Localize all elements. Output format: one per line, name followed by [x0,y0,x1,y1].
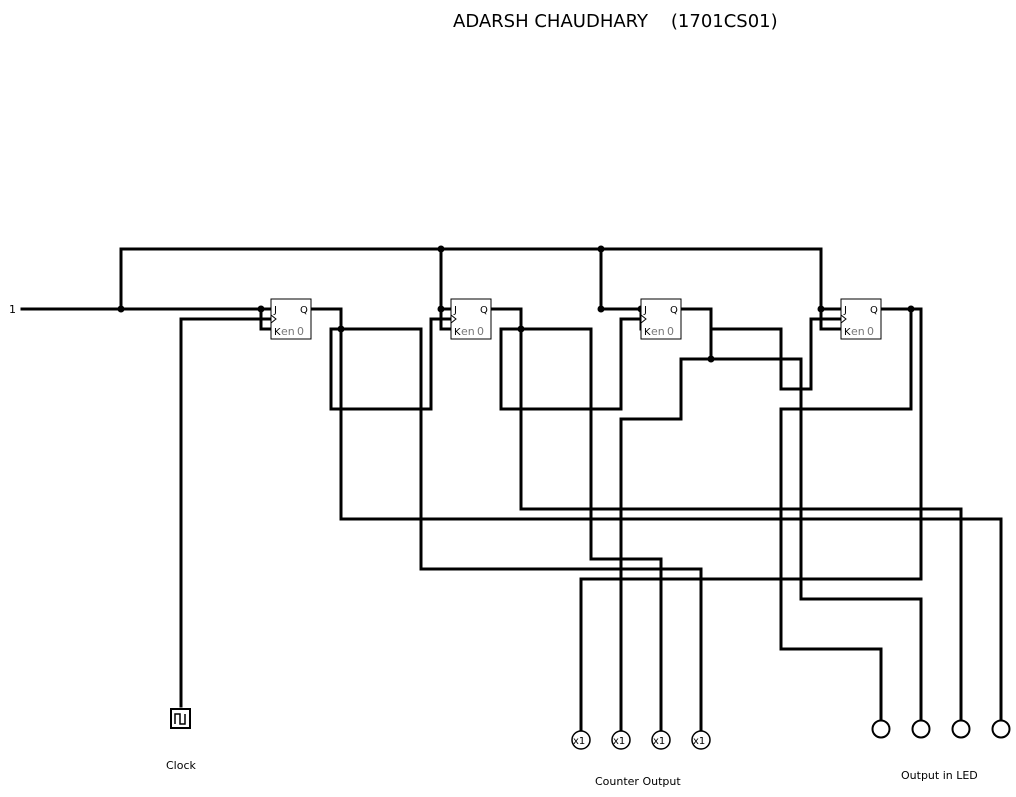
wire-ff2-counter3 [519,327,663,733]
wire-top-bus [119,247,823,311]
probe-label: x1 [613,736,625,747]
clock-label: Clock [166,759,197,772]
ff-q-label: Q [870,305,878,316]
probe-1: x1 [571,730,591,750]
probe-label: x1 [573,736,585,747]
wire-bus-ff3 [599,247,643,311]
wire-ff1-k [259,307,273,331]
probe-4: x1 [691,730,711,750]
probe-3: x1 [651,730,671,750]
wire-ff3-counter2 [619,357,713,733]
wire-ff4-q-led1 [779,307,913,723]
wire-ff1-clock-ff2 [329,317,453,411]
jk-flipflop-2[interactable]: J K Q en 0 [450,298,492,340]
junction-2 [437,245,445,253]
probe-label: x1 [693,736,705,747]
wire-ff1-q-led4 [309,307,1003,723]
ff-k-label: K [274,327,281,338]
led-output-label: Output in LED [901,769,978,782]
ff-j-label: J [843,305,847,316]
wire-clock [179,317,273,708]
wire-ff2-k [439,307,453,331]
ff-j-label: J [453,305,457,316]
ff-q-label: Q [300,305,308,316]
ff-q-label: Q [480,305,488,316]
ff-j-label: J [273,305,277,316]
wire-ff2-clock-ff3 [499,317,643,411]
junction-11 [707,355,715,363]
led-outputs [871,719,1011,739]
led-2 [911,719,931,739]
junction-10 [517,325,525,333]
wire-ff3-q-led2 [679,307,923,723]
jk-flipflop-1[interactable]: J K Q en 0 [270,298,312,340]
wire-ff4-k [819,307,843,331]
led-4 [991,719,1011,739]
junction-12 [907,305,915,313]
junction-9 [337,325,345,333]
led-3 [951,719,971,739]
junctions [117,245,915,363]
wire-bus-ff2 [439,247,453,311]
ff-k-label: K [844,327,851,338]
junction-6 [597,305,605,313]
ff-k-label: K [644,327,651,338]
led-1 [871,719,891,739]
wire-ff2-q-led3 [489,307,963,723]
ff-zero-label: 0 [867,325,874,338]
ff-en-label: en [461,325,475,338]
clock-source[interactable] [170,708,191,729]
wire-ff1-counter4 [339,327,703,733]
clock-triangle-icon [270,314,277,324]
clock-triangle-icon [450,314,457,324]
jk-flipflop-4[interactable]: J K Q en 0 [840,298,882,340]
constant-one-label: 1 [9,303,16,316]
wire-bus-ff4 [819,247,843,311]
ff-q-label: Q [670,305,678,316]
clock-triangle-icon [840,314,847,324]
probe-2: x1 [611,730,631,750]
junction-4 [257,305,265,313]
ff-zero-label: 0 [667,325,674,338]
counter-probes: x1 x1 x1 x1 [571,730,711,750]
ff-zero-label: 0 [477,325,484,338]
jk-flipflop-3[interactable]: J K Q en 0 [640,298,682,340]
junction-8 [817,305,825,313]
counter-output-label: Counter Output [595,775,681,788]
probe-label: x1 [653,736,665,747]
square-wave-icon [174,713,186,725]
junction-3 [597,245,605,253]
ff-zero-label: 0 [297,325,304,338]
circuit-title: ADARSH CHAUDHARY (1701CS01) [453,11,778,32]
ff-j-label: J [643,305,647,316]
ff-en-label: en [281,325,295,338]
wire-ff3-clock-ff4 [709,317,843,391]
junction-1 [117,305,125,313]
ff-k-label: K [454,327,461,338]
clock-triangle-icon [640,314,647,324]
ff-en-label: en [851,325,865,338]
junction-5 [437,305,445,313]
ff-en-label: en [651,325,665,338]
